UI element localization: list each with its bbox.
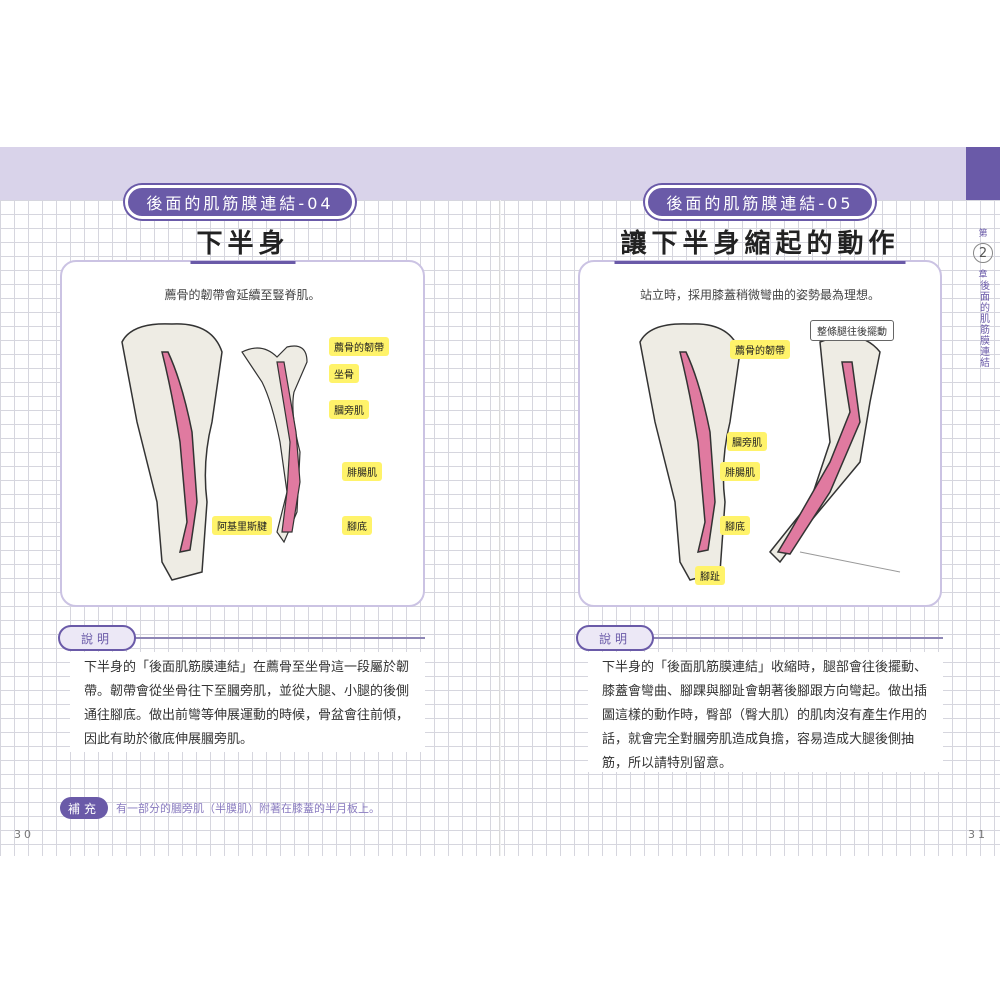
chapter-suffix: 章 (978, 270, 988, 280)
divider-right (648, 637, 943, 639)
caption-right: 站立時，採用膝蓋稍微彎曲的姿勢最為理想。 (639, 288, 880, 302)
label-sole: 腳底 (720, 516, 750, 535)
page-number-right: 31 (968, 828, 988, 841)
label-sacral-ligament: 薦骨的韌帶 (730, 340, 790, 359)
explanation-tag-right: 說明 (576, 625, 654, 651)
label-sole: 腳底 (342, 516, 372, 535)
label-achilles-tendon: 阿基里斯腱 (212, 516, 272, 535)
chapter-number: 2 (973, 243, 993, 263)
label-hamstrings: 膕旁肌 (727, 432, 767, 451)
illustration-card-left: 薦骨的韌帶會延續至豎脊肌。 薦骨的韌帶 坐骨 膕旁肌 腓腸肌 阿基里斯腱 腳底 (60, 260, 425, 607)
explanation-tag-left: 說明 (58, 625, 136, 651)
divider-left (130, 637, 425, 639)
caption-left: 薦骨的韌帶會延續至豎脊肌。 (164, 288, 321, 302)
section-pill-left: 後面的肌筋膜連結-04 (125, 185, 355, 219)
label-ischium: 坐骨 (329, 364, 359, 383)
supplement-text: 有一部分的膕旁肌（半膜肌）附著在膝蓋的半月板上。 (116, 802, 380, 815)
page-heading-right: 讓下半身縮起的動作 (614, 228, 906, 264)
label-gastrocnemius: 腓腸肌 (342, 462, 382, 481)
chapter-title: 後面的肌筋膜連結 (977, 280, 989, 368)
chapter-prefix: 第 (978, 229, 988, 239)
label-hamstrings: 膕旁肌 (329, 400, 369, 419)
leg-muscle-illustration-right (639, 323, 901, 581)
page-number-left: 30 (14, 828, 34, 841)
section-pill-right: 後面的肌筋膜連結-05 (645, 185, 875, 219)
explanation-left: 下半身的「後面肌筋膜連結」在薦骨至坐骨這一段屬於韌帶。韌帶會從坐骨往下至膕旁肌，… (70, 652, 425, 752)
page-heading-left: 下半身 (190, 228, 296, 264)
book-gutter (499, 200, 501, 856)
label-gastrocnemius: 腓腸肌 (720, 462, 760, 481)
note-swing-leg: 整條腿往後擺動 (810, 320, 894, 341)
leg-muscle-illustration-left (121, 323, 308, 581)
illustration-card-right: 站立時，採用膝蓋稍微彎曲的姿勢最為理想。 整條腿往後擺動 薦骨的韌帶 膕旁肌 腓… (578, 260, 942, 607)
supplement-tag: 補充 (60, 797, 108, 819)
label-sacral-ligament: 薦骨的韌帶 (329, 337, 389, 356)
explanation-right: 下半身的「後面肌筋膜連結」收縮時，腿部會往後擺動、膝蓋會彎曲、腳踝與腳趾會朝著後… (588, 652, 943, 772)
label-toes: 腳趾 (695, 566, 725, 585)
chapter-side-label: 第 2 章 後面的肌筋膜連結 (972, 226, 994, 368)
